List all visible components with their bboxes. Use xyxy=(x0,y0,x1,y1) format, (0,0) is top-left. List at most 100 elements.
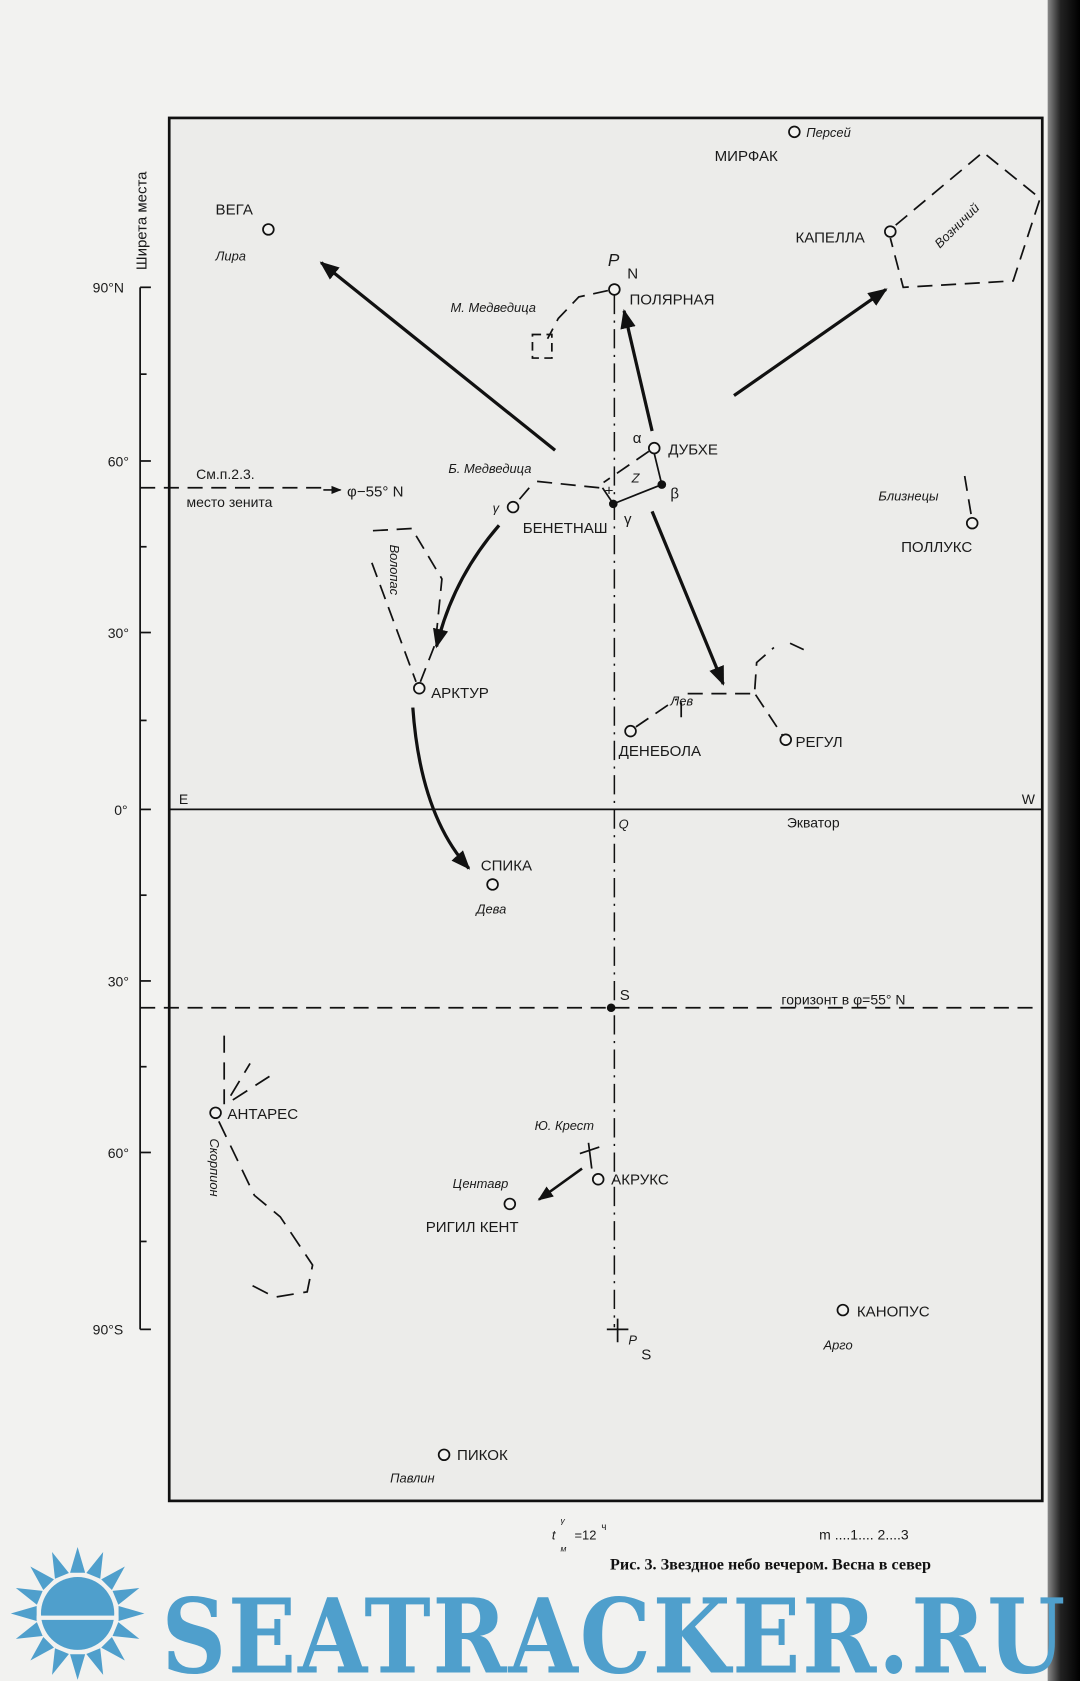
arrow-to-spica xyxy=(411,707,471,870)
south-pole-cross xyxy=(606,1318,629,1343)
star-label-denebola: ДЕНЕБОЛА xyxy=(619,743,701,760)
south-label: S xyxy=(620,987,630,1004)
tick-label: 60° xyxy=(108,453,129,469)
star-label-rigil-kent: РИГИЛ КЕНТ xyxy=(426,1219,519,1236)
star-dubhe xyxy=(648,441,661,455)
star-label-benetnash: БЕНЕТНАШ xyxy=(523,520,608,537)
arrow-to-regulus xyxy=(650,510,725,686)
zenith-label: место зенита xyxy=(186,494,272,510)
tick-label: 30° xyxy=(108,973,129,989)
local-sidereal-time: t м γ =12 ч xyxy=(552,1515,607,1553)
north-pole-p: P xyxy=(608,250,620,270)
star-label-pollux: ПОЛЛУКС xyxy=(901,539,972,556)
bootes-lines xyxy=(371,527,443,683)
south-pole-p: P xyxy=(628,1332,637,1347)
south-point xyxy=(606,1003,616,1013)
star-polaris xyxy=(608,283,621,296)
time-value: =12 xyxy=(574,1528,596,1543)
tick-label: 90°S xyxy=(93,1322,124,1338)
star-label-mirfak: МИРФАК xyxy=(715,148,778,165)
tick-label: 90°N xyxy=(93,280,124,296)
constellation-bootes: Волопас xyxy=(387,545,402,596)
auriga-lines xyxy=(889,151,1042,289)
ursa-minor-box xyxy=(531,333,553,359)
horizon-label: горизонт в φ=55° N xyxy=(781,992,905,1008)
star-mirfak xyxy=(788,125,801,139)
constellation-gemini: Близнецы xyxy=(878,489,939,504)
latitude-axis: 90°N 60° 30° 0° 30° 60° 90°S Ширета мест… xyxy=(93,171,151,1338)
constellation-pavo: Павлин xyxy=(390,1471,434,1486)
watermark-text: SEATRACKER.RU xyxy=(162,1577,1067,1681)
star-label-vega: ВЕГА xyxy=(216,201,253,218)
arrow-to-rigil-kent xyxy=(537,1167,583,1201)
zenith-ref: См.п.2.3. xyxy=(196,466,254,482)
constellation-lyra: Лира xyxy=(215,249,246,264)
equator-point-q: Q xyxy=(619,817,629,832)
leo-lines xyxy=(635,642,809,736)
arrow-to-arcturus xyxy=(433,524,501,649)
star-rigil-kent xyxy=(503,1197,517,1211)
star-spica xyxy=(486,878,499,891)
star-label-canopus: КАНОПУС xyxy=(857,1304,930,1321)
time-symbol: t xyxy=(552,1528,557,1543)
constellation-centaurus: Центавр xyxy=(453,1176,509,1191)
time-subscript: м xyxy=(560,1543,566,1553)
gemini-line xyxy=(963,475,972,515)
star-label-regulus: РЕГУЛ xyxy=(795,734,842,751)
zenith-cross: + xyxy=(605,482,614,499)
ursa-minor-lines xyxy=(546,289,609,340)
constellation-leo: Лев xyxy=(669,693,693,708)
magnitude-legend: m ....1.... 2....3 xyxy=(819,1527,909,1543)
star-capella xyxy=(884,225,897,238)
star-label-polaris: ПОЛЯРНАЯ xyxy=(629,292,714,309)
zenith-latitude: φ−55° N xyxy=(347,483,403,500)
star-vega xyxy=(262,223,275,236)
axis-title: Ширета места xyxy=(134,171,151,270)
constellation-scorpius: Скорпион xyxy=(207,1139,222,1197)
star-label-arcturus: АРКТУР xyxy=(431,685,489,702)
time-superscript: γ xyxy=(560,1515,565,1525)
tick-label: 30° xyxy=(108,625,129,641)
star-peacock xyxy=(437,1448,451,1462)
tick-label: 0° xyxy=(114,802,127,818)
arrow-to-polaris xyxy=(620,309,654,432)
south-pole-sub: S xyxy=(641,1346,651,1363)
star-label-peacock: ПИКОК xyxy=(457,1447,508,1464)
greek-gamma1: γ xyxy=(493,500,501,515)
star-label-capella: КАПЕЛЛА xyxy=(795,229,864,246)
west-label: W xyxy=(1022,791,1036,807)
zenith-z: Z xyxy=(631,470,641,485)
constellation-argo: Арго xyxy=(822,1338,852,1353)
star-denebola xyxy=(624,724,637,738)
arrow-to-capella xyxy=(733,288,888,397)
time-unit: ч xyxy=(601,1522,606,1533)
seatracker-logo: SEATRACKER.RU xyxy=(0,1519,1067,1681)
sun-icon xyxy=(0,1519,173,1681)
constellation-perseus: Персей xyxy=(806,125,851,140)
crux-cross xyxy=(579,1142,600,1169)
ursa-major-bowl xyxy=(601,453,663,505)
star-label-antares: АНТАРЕС xyxy=(227,1106,298,1123)
east-label: E xyxy=(179,791,188,807)
arrow-to-vega xyxy=(319,261,557,452)
star-acrux xyxy=(591,1173,605,1186)
figure-caption: Рис. 3. Звездное небо вечером. Весна в с… xyxy=(610,1557,931,1574)
star-label-spica: СПИКА xyxy=(481,858,532,875)
tick-label: 60° xyxy=(108,1145,129,1161)
star-benetnash xyxy=(506,500,520,514)
scorpius-lines xyxy=(218,1035,314,1299)
constellation-crux: Ю. Крест xyxy=(535,1118,595,1133)
greek-beta: β xyxy=(670,486,679,503)
star-arcturus xyxy=(413,682,426,695)
constellation-ursa-minor: М. Медведица xyxy=(451,300,536,315)
constellation-virgo: Дева xyxy=(474,901,506,916)
ursa-major-lines xyxy=(516,450,650,503)
star-regulus xyxy=(779,733,792,746)
greek-gamma: γ xyxy=(624,511,632,528)
star-label-acrux: АКРУКС xyxy=(611,1172,669,1189)
greek-alpha: α xyxy=(633,430,642,447)
north-pole-sub: N xyxy=(627,266,638,283)
star-pollux xyxy=(965,516,979,530)
star-canopus xyxy=(836,1303,850,1317)
